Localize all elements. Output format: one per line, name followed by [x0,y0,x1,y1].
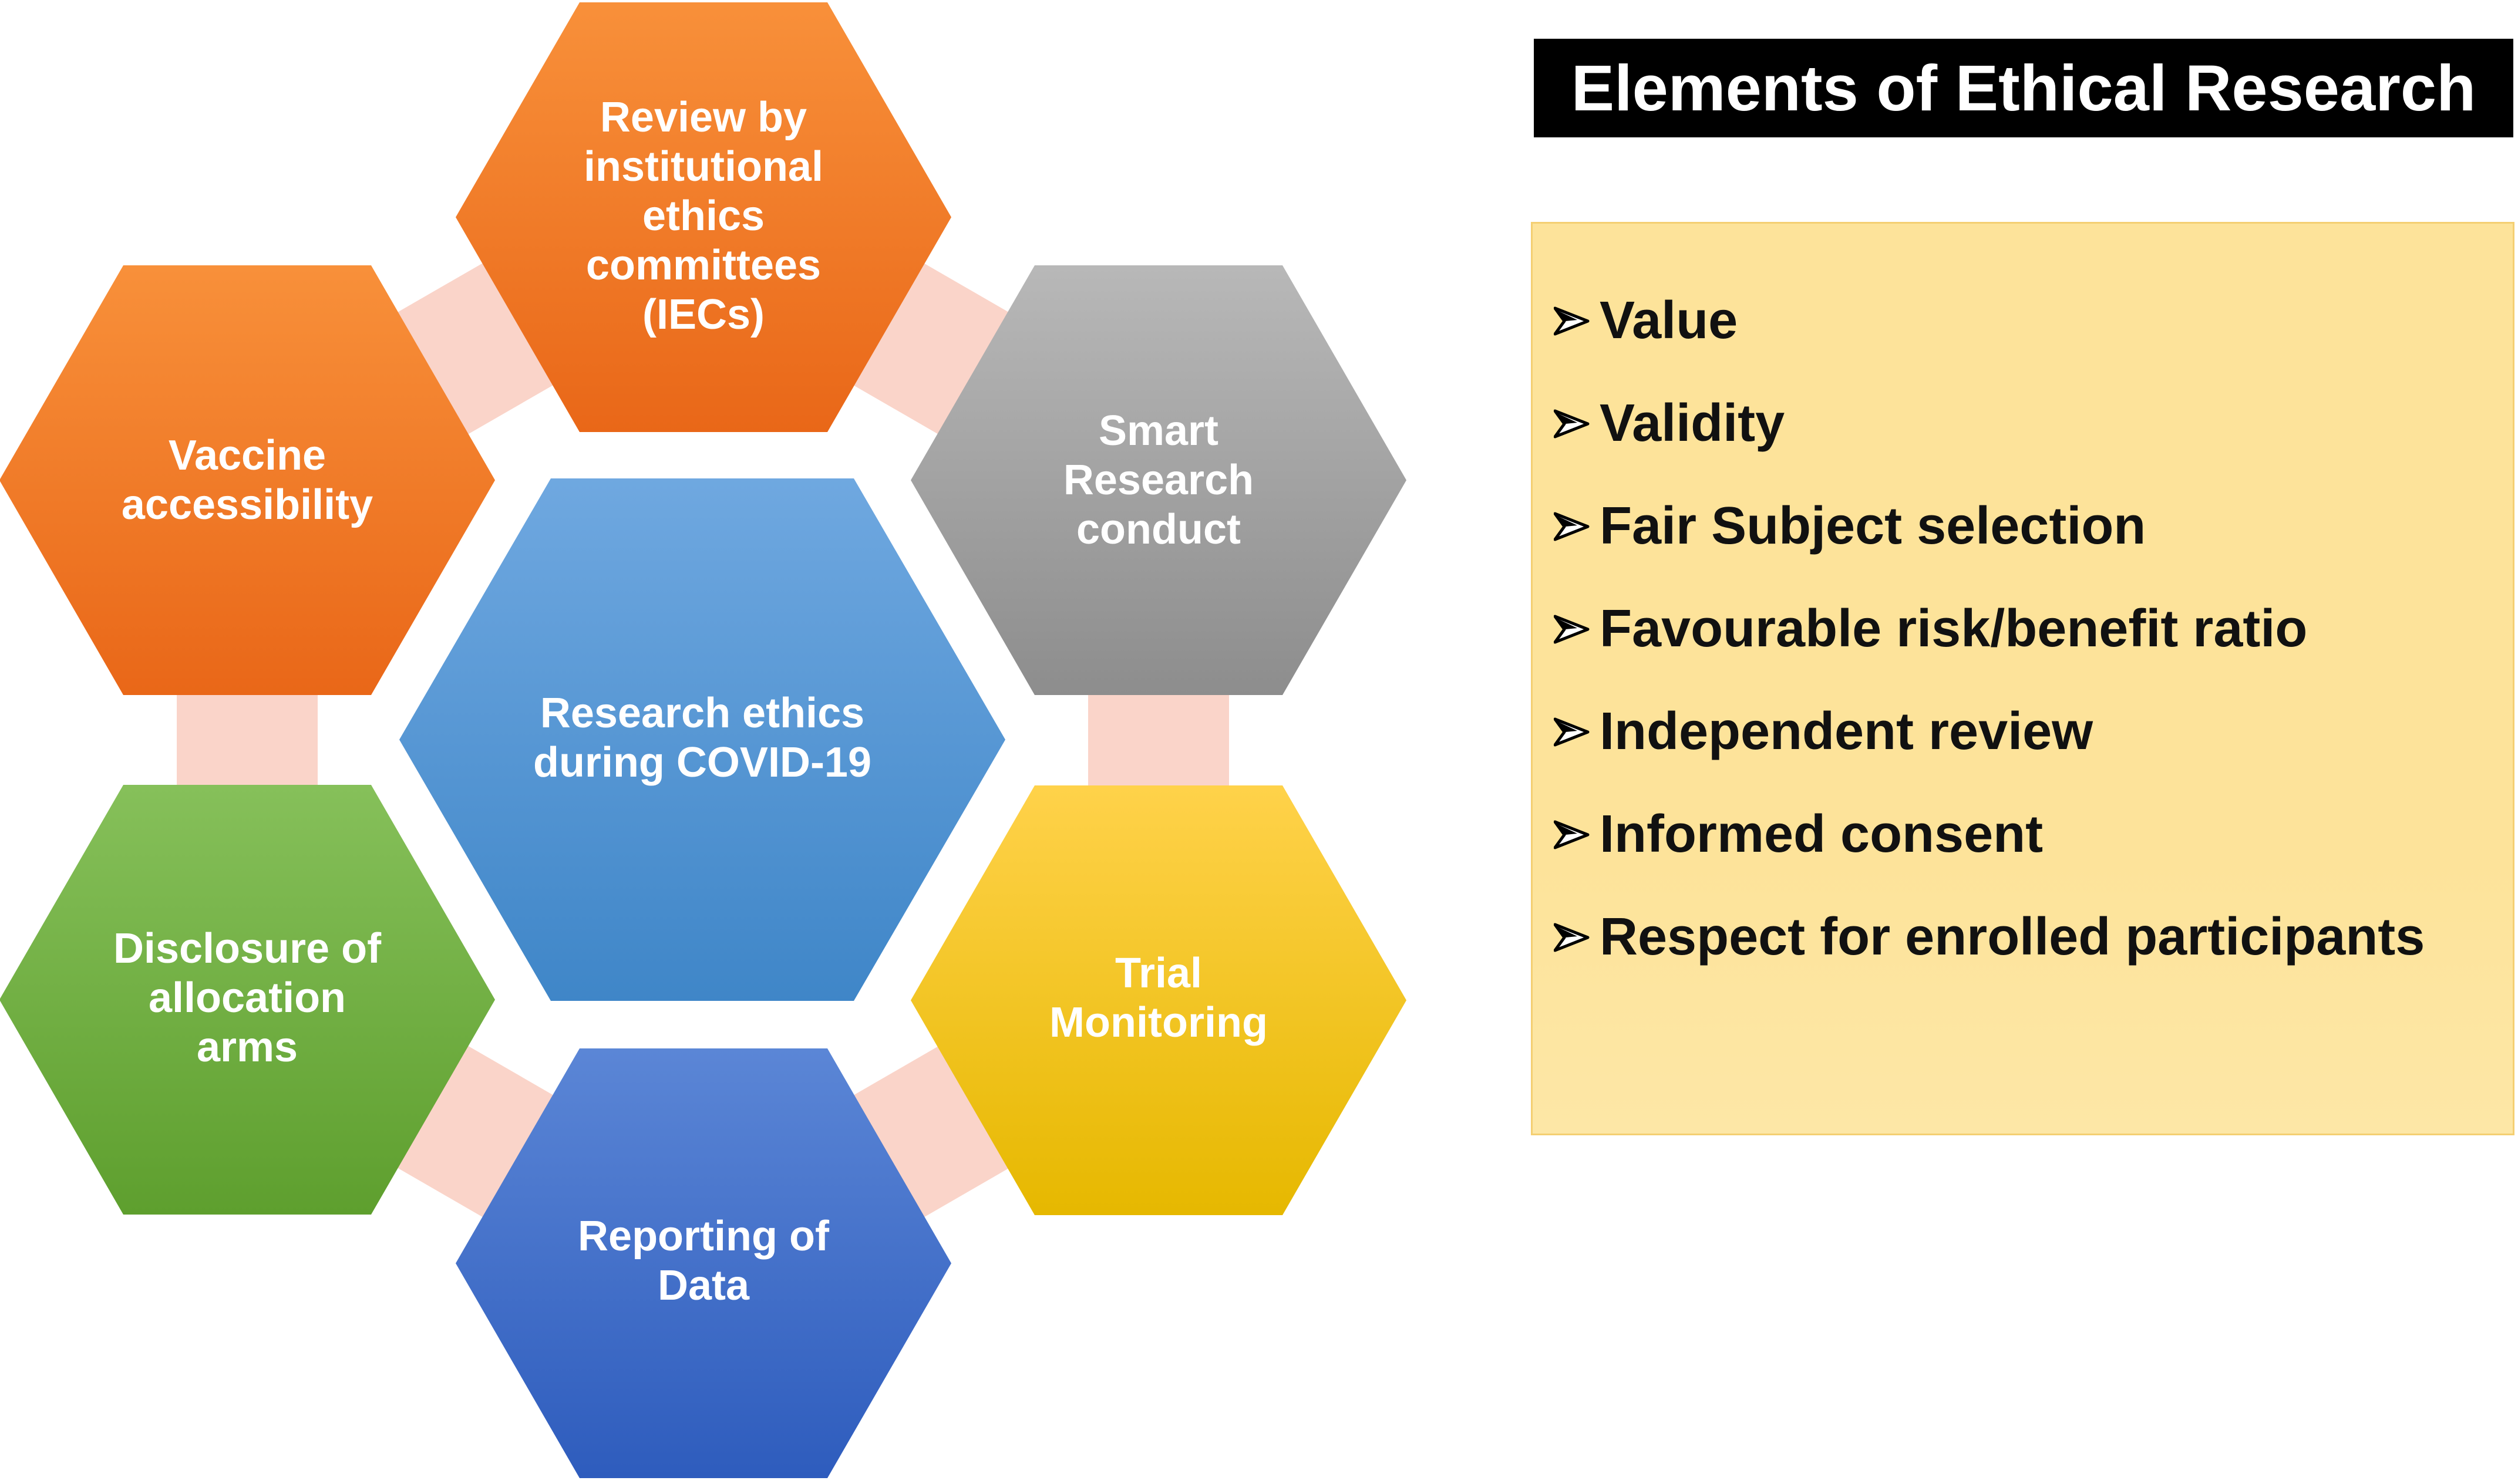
list-item: Independent review [1533,680,2513,783]
hexagon-label-line: Smart [1098,407,1219,454]
list-item-text: Respect for enrolled participants [1600,908,2425,966]
arrow-bullet-icon [1533,372,1591,475]
hexagon-label-line: Data [657,1262,750,1309]
hexagon-label-line: committees [585,242,822,289]
hexagon-label-line: (IECs) [642,291,765,338]
list-item: Value [1533,269,2513,372]
hexagon-label-line: Research [1063,457,1254,504]
elements-list: Value Validity Fair Subject selection Fa… [1533,269,2513,989]
list-item: Fair Subject selection [1533,475,2513,578]
reporting-data-hexagon-label: Reporting of Data [492,1085,915,1437]
arrow-bullet-icon [1533,680,1591,783]
list-item-text: Favourable risk/benefit ratio [1600,599,2308,658]
arrow-bullet-icon [1533,783,1591,886]
list-item-text: Informed consent [1600,805,2044,864]
list-item: Validity [1533,372,2513,475]
trial-monitoring-hexagon-label: Trial Monitoring [947,822,1370,1174]
disclosure-allocation-hexagon [0,785,495,1215]
hexagon-label-line: accessibility [121,481,373,528]
hexagon-label-line: Review by [600,94,807,141]
list-item: Respect for enrolled participants [1533,886,2513,989]
trial-monitoring-hexagon [911,785,1406,1215]
center-hexagon [399,478,1005,1001]
list-item-text: Fair Subject selection [1600,497,2146,555]
hexagon-label-line: arms [196,1024,298,1071]
list-item-text: Value [1600,291,1738,350]
hexagon-label-line: conduct [1076,506,1241,553]
center-label-line: during COVID-19 [533,739,872,786]
list-item-text: Validity [1600,394,1785,453]
center-hexagon-label: Research ethics during COVID-19 [438,562,967,914]
center-label-line: Research ethics [540,690,865,737]
hexagon-label-line: Trial [1115,950,1203,997]
panel-title-box: Elements of Ethical Research [1534,39,2513,137]
hexagon-label-line: ethics [642,193,765,240]
hexagon-label-line: institutional [584,143,823,190]
arrow-bullet-icon [1533,475,1591,578]
hexagon-label-line: allocation [148,974,346,1021]
hexagon-label-line: Reporting of [578,1213,829,1260]
panel-title: Elements of Ethical Research [1571,52,2476,124]
arrow-bullet-icon [1533,578,1591,680]
ethics-committees-hexagon [456,2,951,432]
arrow-bullet-icon [1533,269,1591,372]
hexagon-label-line: Vaccine [168,432,326,479]
elements-list-panel: Value Validity Fair Subject selection Fa… [1531,222,2514,1135]
ethics-committees-hexagon-label: Review by institutional ethics committee… [492,40,915,392]
smart-research-hexagon [911,265,1406,695]
reporting-data-hexagon [456,1048,951,1478]
hexagon-label-line: Disclosure of [113,925,382,972]
vaccine-accessibility-hexagon-label: Vaccine accessibility [36,304,459,656]
list-item: Favourable risk/benefit ratio [1533,578,2513,680]
list-item: Informed consent [1533,783,2513,886]
disclosure-allocation-hexagon-label: Disclosure of allocation arms [36,822,459,1174]
smart-research-hexagon-label: Smart Research conduct [947,304,1370,656]
hexagon-label-line: Monitoring [1049,999,1268,1046]
hexagon-layer [0,2,1406,1478]
arrow-bullet-icon [1533,886,1591,989]
list-item-text: Independent review [1600,702,2093,761]
vaccine-accessibility-hexagon [0,265,495,695]
